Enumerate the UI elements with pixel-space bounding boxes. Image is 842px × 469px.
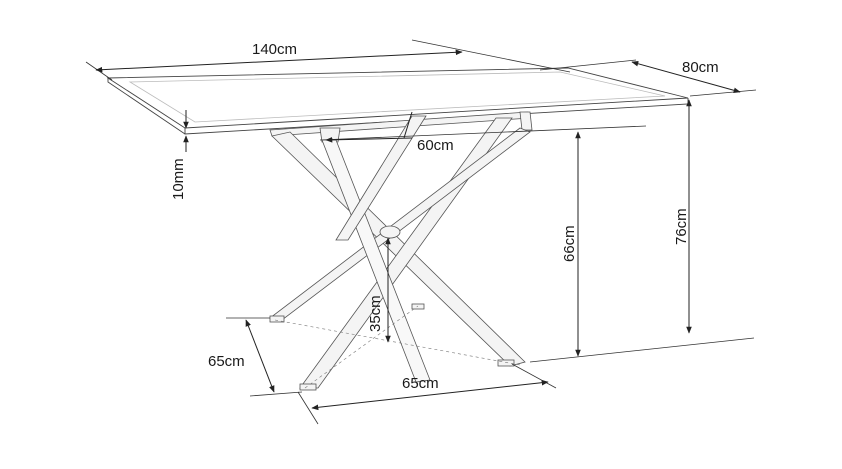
dim-base-width: 65cm xyxy=(297,363,557,425)
dim-total-height: 76cm xyxy=(673,99,692,334)
base-footprint xyxy=(274,305,521,389)
dim-total-height-label: 76cm xyxy=(673,208,690,245)
dim-crossing-height: 35cm xyxy=(367,237,391,343)
dim-top-depth-label: 80cm xyxy=(682,59,719,76)
dim-top-depth: 80cm xyxy=(539,59,757,97)
top-frame xyxy=(269,111,533,143)
dim-glass-thickness: 10mm xyxy=(170,110,189,200)
dim-frame-span: 60cm xyxy=(319,111,647,154)
dim-glass-thickness-label: 10mm xyxy=(170,158,187,200)
dim-frame-height-label: 66cm xyxy=(561,225,578,262)
dim-top-length-label: 140cm xyxy=(252,41,297,58)
dim-base-depth-label: 65cm xyxy=(208,353,245,370)
x-legs xyxy=(269,115,531,391)
dim-frame-span-label: 60cm xyxy=(417,137,454,154)
dim-frame-height: 66cm xyxy=(529,131,755,363)
dim-crossing-height-label: 35cm xyxy=(367,295,384,332)
dim-base-width-label: 65cm xyxy=(402,375,439,392)
dim-base-depth: 65cm xyxy=(208,317,303,397)
dim-top-length: 140cm xyxy=(85,39,571,81)
